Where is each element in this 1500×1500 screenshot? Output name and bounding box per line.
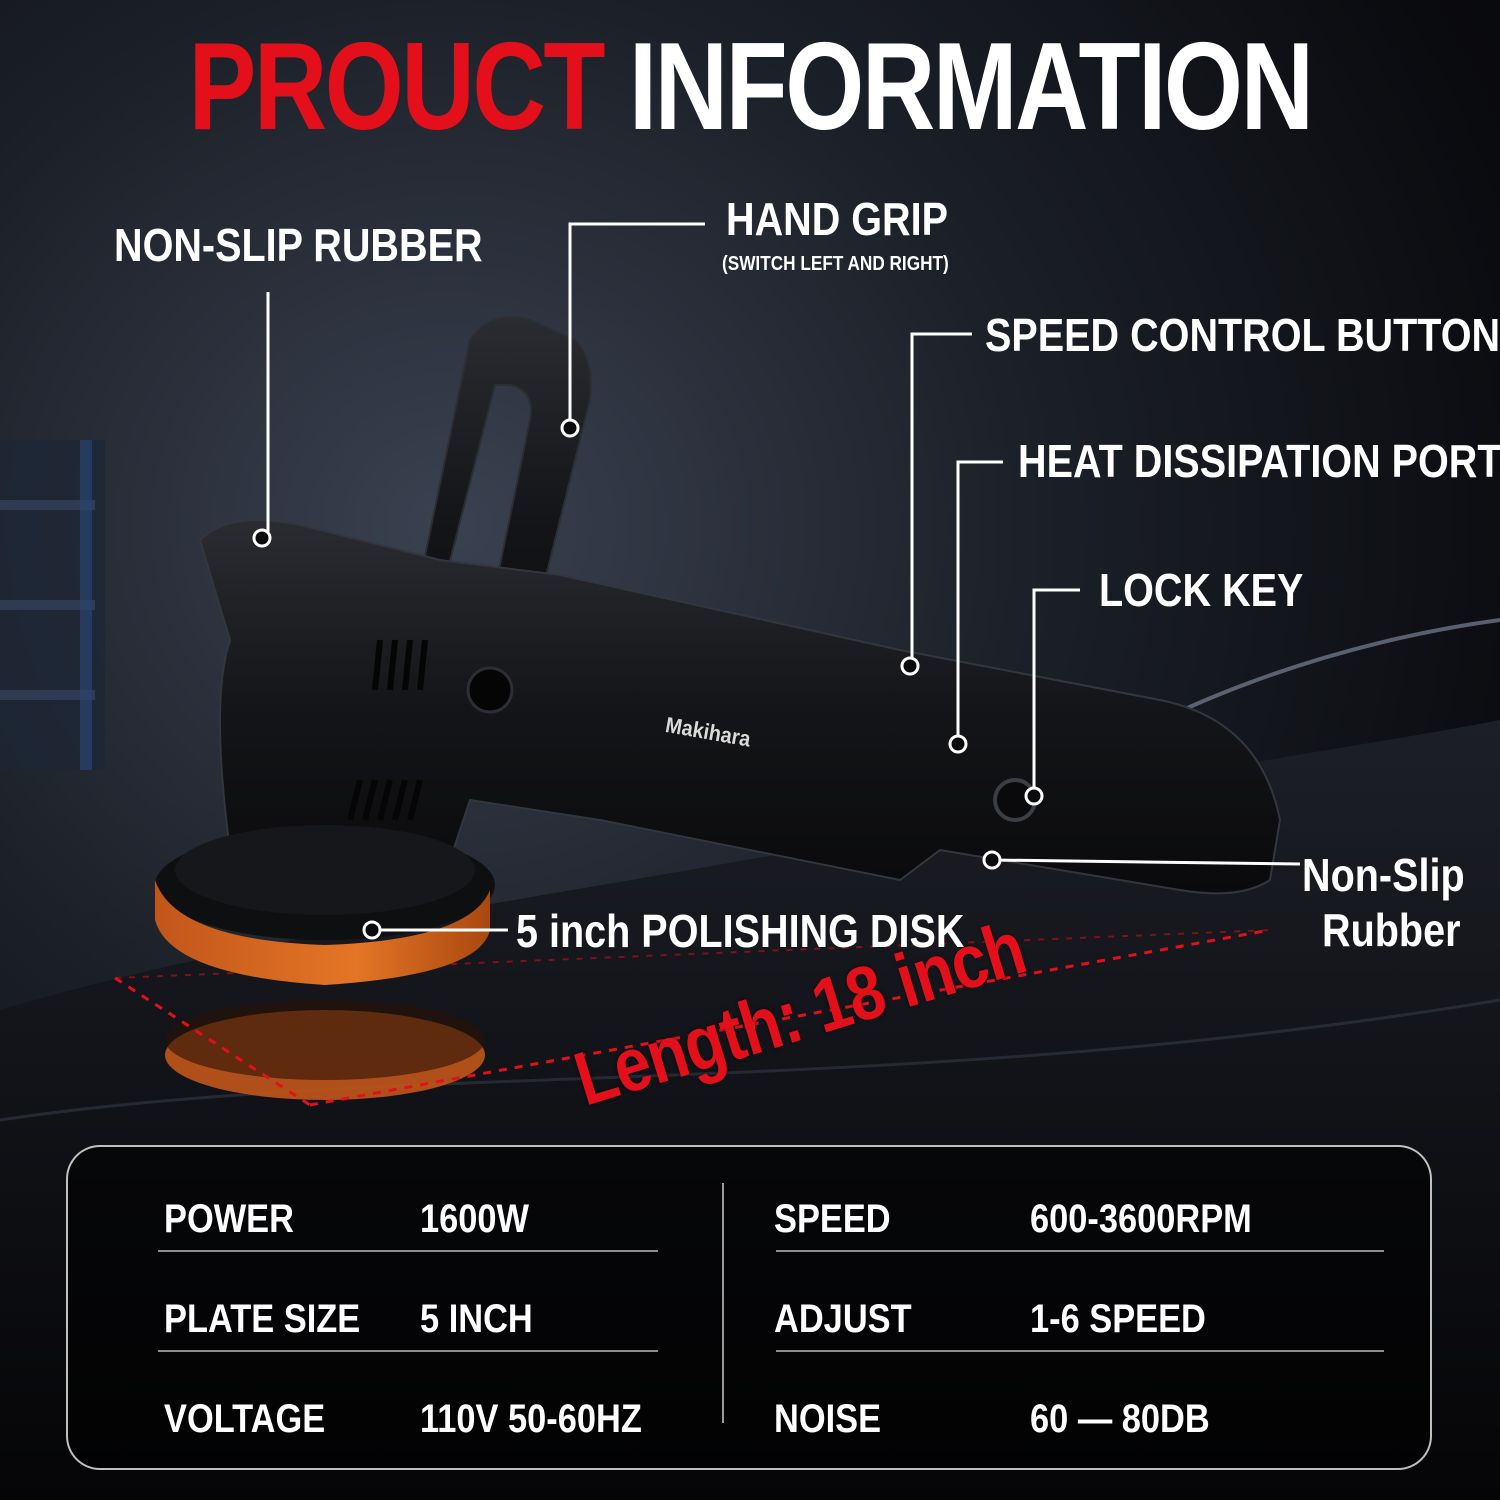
spec-key: PLATE SIZE — [164, 1297, 361, 1341]
spec-row-voltage: VOLTAGE 110V 50-60HZ — [68, 1367, 722, 1467]
spec-key: SPEED — [774, 1197, 891, 1241]
spec-key: ADJUST — [774, 1297, 912, 1341]
title-part-white: INFORMATION — [628, 18, 1314, 156]
spec-row-adjust: ADJUST 1-6 SPEED — [722, 1267, 1422, 1367]
page-title: PROUCT INFORMATION — [135, 22, 1365, 152]
spec-key: NOISE — [774, 1397, 882, 1441]
callout-hand-grip-sub: (SWITCH LEFT AND RIGHT) — [722, 253, 949, 275]
callout-non-slip-bottom-line2: Rubber — [1322, 904, 1461, 956]
spec-value: 110V 50-60HZ — [420, 1397, 642, 1441]
spec-separator — [158, 1250, 658, 1252]
spec-table: POWER 1600W PLATE SIZE 5 INCH VOLTAGE 11… — [66, 1145, 1432, 1470]
spec-row-plate-size: PLATE SIZE 5 INCH — [68, 1267, 722, 1367]
spec-row-speed: SPEED 600-3600RPM — [722, 1167, 1422, 1267]
callout-non-slip-rubber-top: NON-SLIP RUBBER — [114, 219, 483, 271]
spec-row-noise: NOISE 60 — 80DB — [722, 1367, 1422, 1467]
spec-separator — [158, 1350, 658, 1352]
spec-value: 1-6 SPEED — [1030, 1297, 1206, 1341]
spec-column-divider — [722, 1183, 724, 1423]
spec-key: VOLTAGE — [164, 1397, 326, 1441]
callout-hand-grip: HAND GRIP — [726, 193, 948, 245]
spec-row-power: POWER 1600W — [68, 1167, 722, 1267]
callout-speed-control: SPEED CONTROL BUTTON — [985, 309, 1500, 361]
callout-non-slip-bottom-line1: Non-Slip — [1302, 849, 1465, 901]
spec-value: 600-3600RPM — [1030, 1197, 1252, 1241]
callout-polishing-disk: 5 inch POLISHING DISK — [516, 905, 965, 957]
spec-separator — [776, 1350, 1384, 1352]
spec-value: 5 INCH — [420, 1297, 533, 1341]
callout-lock-key: LOCK KEY — [1099, 564, 1304, 616]
callout-heat-port: HEAT DISSIPATION PORT — [1018, 435, 1500, 487]
spec-key: POWER — [164, 1197, 294, 1241]
spec-value: 1600W — [420, 1197, 530, 1241]
spec-separator — [776, 1250, 1384, 1252]
title-part-red: PROUCT — [188, 18, 605, 156]
spec-value: 60 — 80DB — [1030, 1397, 1210, 1441]
